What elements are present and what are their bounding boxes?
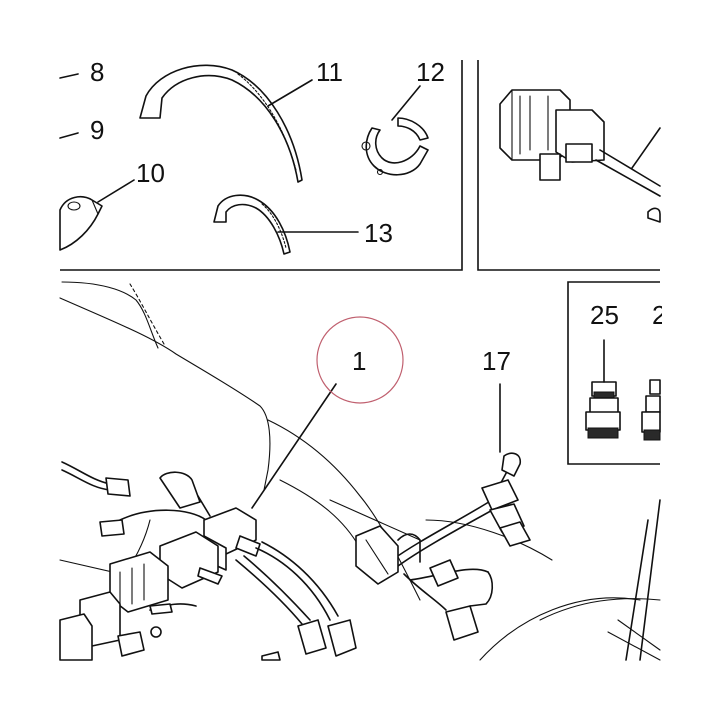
- harness-17: [355, 452, 531, 641]
- harness-left-cable: [61, 461, 211, 537]
- terminal-25: [585, 381, 621, 439]
- harness-main-branches: [117, 541, 357, 661]
- bottom-margin-mask: [0, 662, 720, 720]
- callout-1: 1: [352, 346, 366, 376]
- strap-clip-13: [213, 194, 291, 255]
- leader-line-connector: [631, 127, 661, 169]
- callout-9: 9: [90, 115, 104, 145]
- leader-line-10: [97, 179, 135, 203]
- callout-25: 25: [590, 300, 619, 330]
- leader-line-8: [59, 73, 79, 79]
- inset-frame-clips: [60, 60, 463, 271]
- callout-8: 8: [90, 57, 104, 87]
- callout-10: 10: [136, 158, 165, 188]
- connector-plug: [499, 89, 661, 223]
- leader-line-11: [267, 79, 313, 107]
- callout-17: 17: [482, 346, 511, 376]
- highlight-circle-1: [316, 316, 404, 404]
- inset-frame-connector: [477, 60, 660, 271]
- relay-box-cluster: [59, 507, 261, 661]
- frame-post: [625, 499, 661, 661]
- vehicle-body-outline: [59, 281, 661, 661]
- callout-13: 13: [364, 218, 393, 248]
- p-clip-12: [361, 117, 429, 176]
- clip-10: [59, 196, 103, 251]
- inset-frame-terminals: [567, 281, 660, 465]
- terminal-26-partial: [641, 379, 661, 441]
- leader-line-1: [251, 383, 337, 509]
- callout-12: 12: [416, 57, 445, 87]
- strap-clip-11: [139, 64, 303, 183]
- leader-line-12: [391, 85, 421, 121]
- leader-line-9: [59, 132, 79, 139]
- callout-11: 11: [316, 57, 343, 87]
- right-margin-mask: [662, 0, 720, 720]
